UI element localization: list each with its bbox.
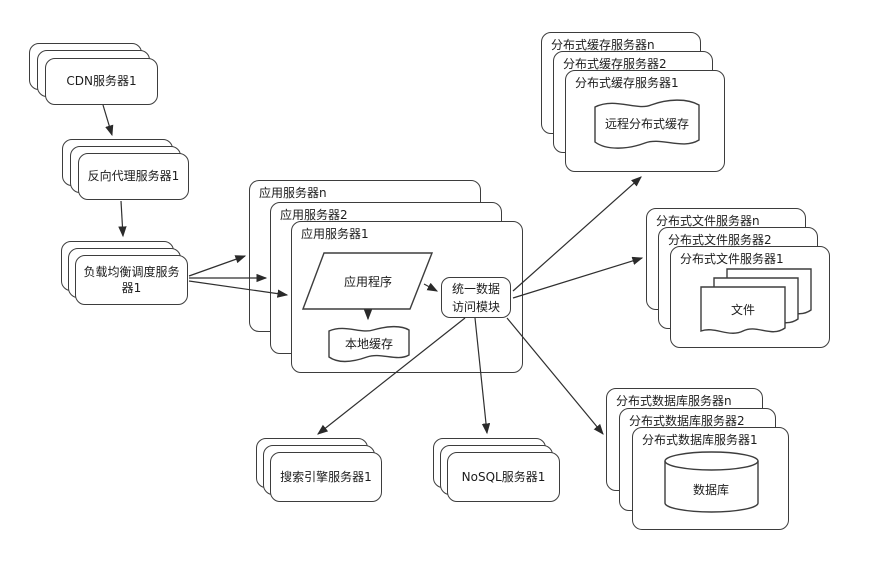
data-access-module-box: 统一数据 访问模块	[441, 277, 511, 318]
db-server-label-2: 分布式数据库服务器2	[629, 414, 745, 428]
app-server-label-2: 应用服务器2	[280, 208, 348, 222]
cache-server-label-2: 分布式缓存服务器2	[563, 57, 667, 71]
database-cylinder-shape: 数据库	[663, 449, 760, 516]
search-engine-box: 搜索引擎服务器1	[270, 452, 382, 502]
data-access-module-label-line2: 访问模块	[451, 299, 500, 314]
local-cache-shape: 本地缓存	[327, 322, 411, 364]
arrow-cdn-to-proxy	[102, 104, 114, 137]
nosql-label: NoSQL服务器1	[461, 469, 546, 484]
cache-server-label-1: 分布式缓存服务器1	[575, 76, 679, 90]
search-engine-label: 搜索引擎服务器1	[280, 469, 372, 484]
remote-cache-shape: 远程分布式缓存	[593, 95, 701, 152]
app-program-label: 应用程序	[344, 274, 392, 289]
app-server-label-1: 应用服务器1	[301, 227, 369, 241]
load-balancer-label: 负载均衡调度服务器1	[83, 264, 180, 295]
arrow-proxy-to-lb	[118, 200, 127, 238]
nosql-box: NoSQL服务器1	[447, 452, 560, 502]
data-access-module-label-line1: 统一数据	[451, 281, 500, 296]
arrow-module-to-file-stack	[512, 256, 644, 299]
database-label: 数据库	[693, 482, 729, 497]
arrow-lb-to-app-n	[188, 255, 247, 277]
cdn-server-label: CDN服务器1	[66, 74, 137, 89]
file-documents-shape: 文件	[700, 268, 814, 344]
file-server-label-1: 分布式文件服务器1	[680, 252, 784, 266]
app-server-label-n: 应用服务器n	[259, 186, 327, 200]
file-server-label-n: 分布式文件服务器n	[656, 214, 760, 228]
reverse-proxy-box: 反向代理服务器1	[78, 153, 189, 200]
app-program-shape: 应用程序	[302, 252, 433, 310]
reverse-proxy-label: 反向代理服务器1	[87, 169, 180, 184]
local-cache-label: 本地缓存	[345, 337, 393, 351]
arrow-module-to-cache-stack	[512, 176, 642, 292]
remote-cache-label: 远程分布式缓存	[605, 116, 689, 131]
file-server-label-2: 分布式文件服务器2	[668, 233, 772, 247]
db-server-label-n: 分布式数据库服务器n	[616, 394, 732, 408]
cache-server-label-n: 分布式缓存服务器n	[551, 38, 655, 52]
load-balancer-box: 负载均衡调度服务器1	[75, 255, 188, 305]
cdn-server-box: CDN服务器1	[45, 58, 158, 105]
db-server-label-1: 分布式数据库服务器1	[642, 433, 758, 447]
file-label: 文件	[731, 302, 755, 317]
